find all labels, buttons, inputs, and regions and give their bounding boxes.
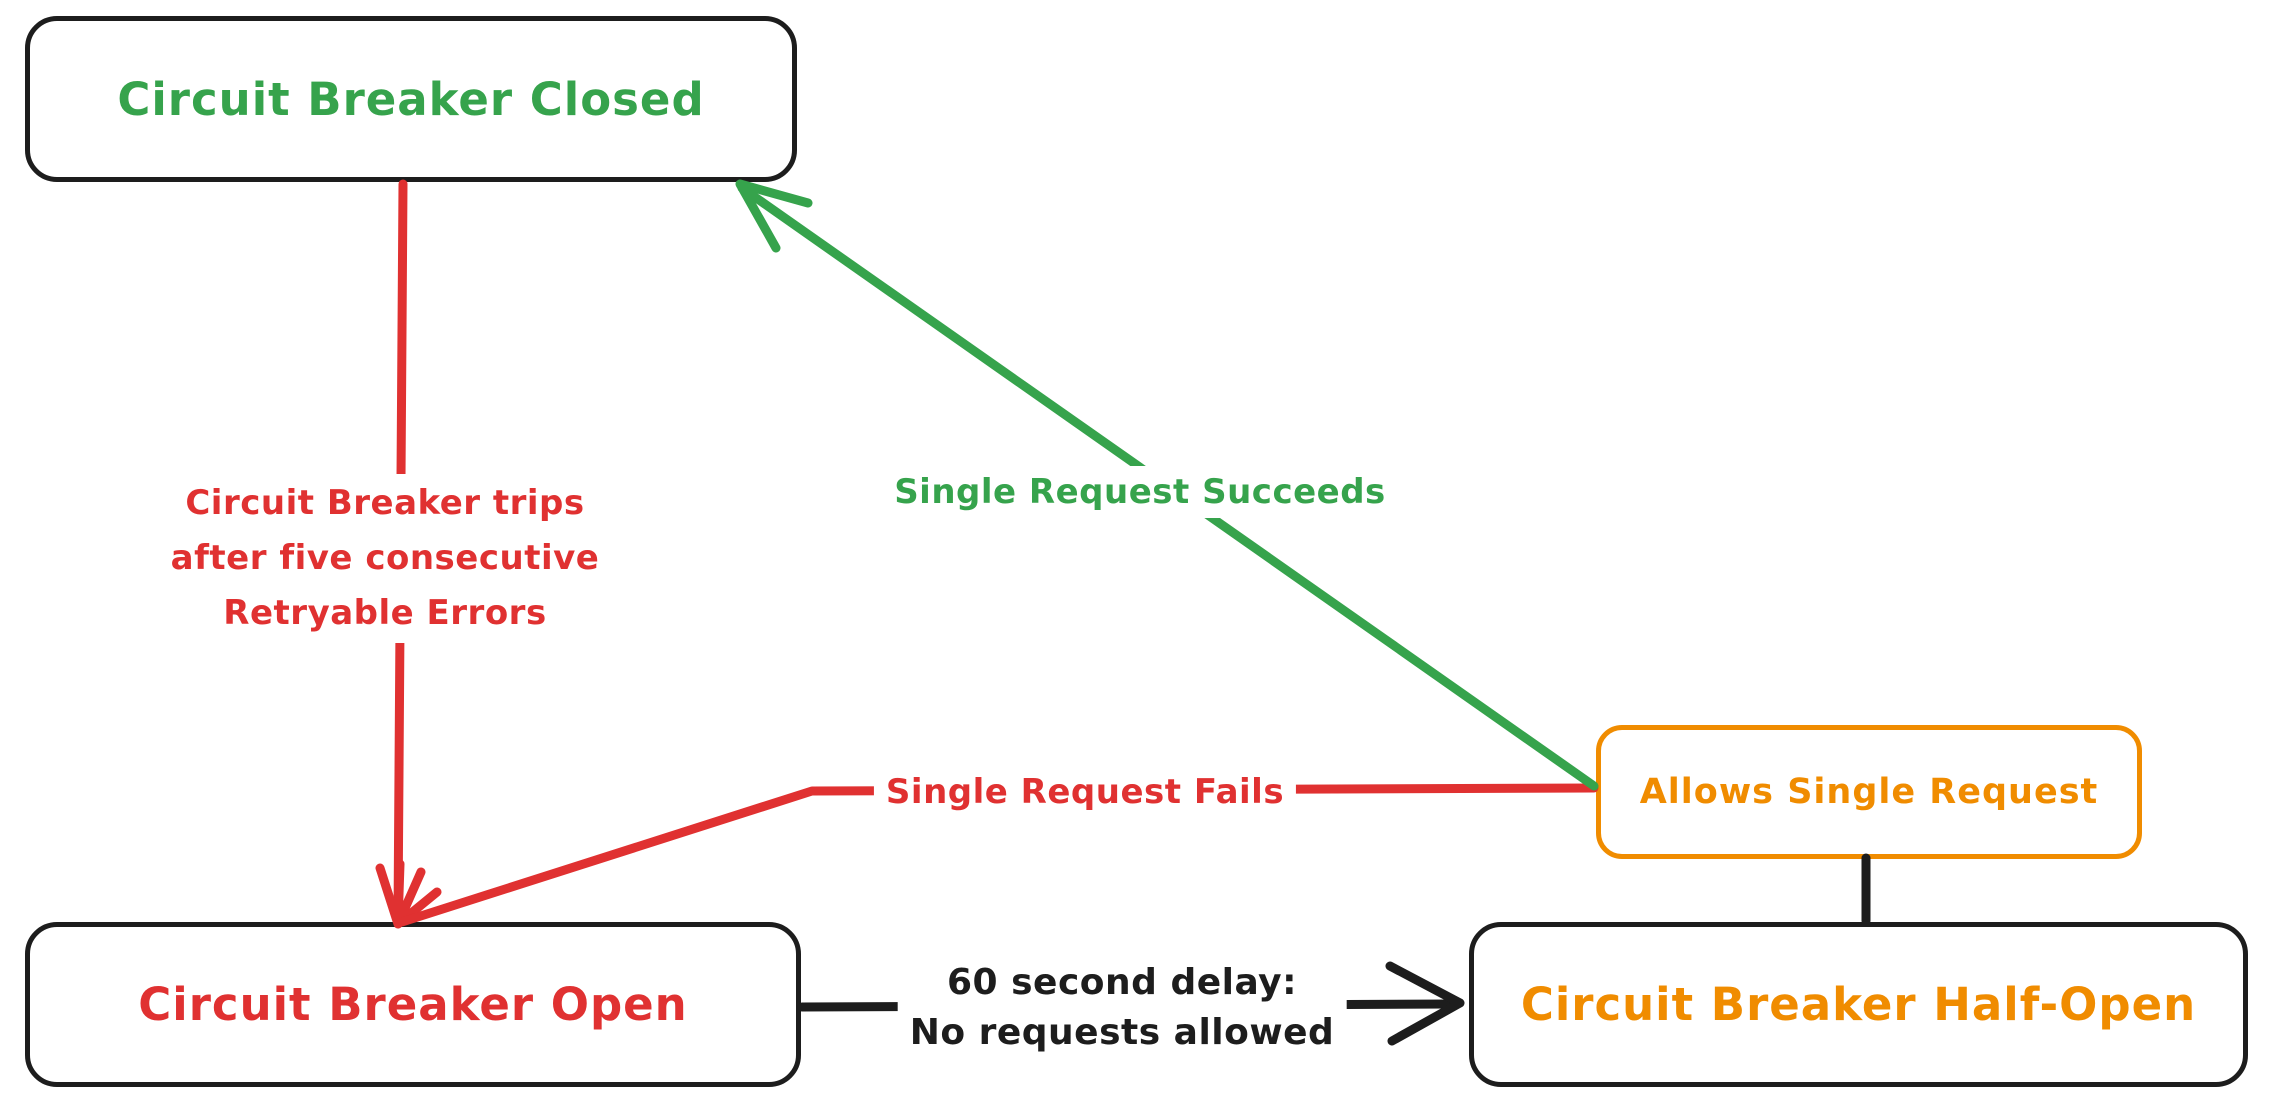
edge-succeeds-arrowhead-icon bbox=[735, 179, 813, 253]
node-circuit-breaker-open: Circuit Breaker Open bbox=[25, 922, 801, 1087]
edge-fails-line bbox=[397, 783, 1599, 927]
node-allows-single-request: Allows Single Request bbox=[1596, 725, 2142, 859]
node-half-open-label: Circuit Breaker Half-Open bbox=[1520, 978, 2197, 1031]
node-closed-label: Circuit Breaker Closed bbox=[117, 72, 705, 126]
node-circuit-breaker-closed: Circuit Breaker Closed bbox=[25, 16, 797, 182]
edge-delay-arrowhead-icon bbox=[1385, 961, 1465, 1046]
edge-label-fails: Single Request Fails bbox=[873, 766, 1297, 818]
node-allows-label: Allows Single Request bbox=[1639, 772, 2099, 812]
edge-label-delay: 60 second delay: No requests allowed bbox=[897, 956, 1347, 1060]
edge-trips-arrowhead-icon bbox=[375, 859, 442, 929]
edge-label-succeeds: Single Request Succeeds bbox=[882, 466, 1398, 518]
edge-label-trips: Circuit Breaker trips after five consecu… bbox=[158, 474, 612, 643]
node-circuit-breaker-half-open: Circuit Breaker Half-Open bbox=[1469, 922, 2248, 1087]
node-open-label: Circuit Breaker Open bbox=[138, 978, 688, 1031]
